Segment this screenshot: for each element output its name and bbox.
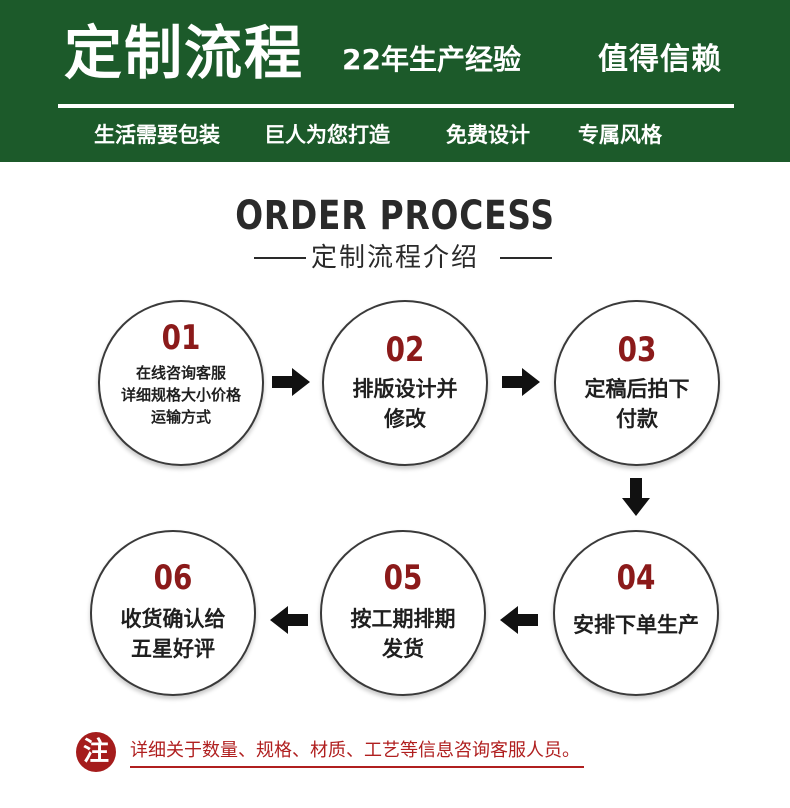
- step-number: 05: [383, 558, 423, 598]
- subheading-right-line: [500, 257, 552, 259]
- note-text: 详细关于数量、规格、材质、工艺等信息咨询客服人员。: [130, 736, 584, 768]
- arrow-right-icon: [272, 368, 310, 396]
- step-number: 01: [161, 318, 201, 358]
- arrow-right-icon: [502, 368, 540, 396]
- experience-tagline: 22年生产经验: [342, 43, 521, 76]
- step-number: 06: [153, 558, 193, 598]
- section-subheading-block: 定制流程介绍: [0, 238, 790, 278]
- step-description: 按工期排期 发货: [350, 607, 456, 661]
- trust-tagline: 值得信赖: [598, 42, 722, 77]
- section-heading: ORDER PROCESS: [235, 193, 555, 239]
- feature-packaging: 生活需要包装: [94, 123, 220, 147]
- step-description: 在线咨询客服 详细规格大小价格 运输方式: [120, 364, 241, 426]
- banner-title: 定制流程: [64, 19, 305, 87]
- step-number: 02: [385, 330, 425, 370]
- arrow-down-icon: [622, 478, 650, 516]
- section-subheading: 定制流程介绍: [310, 243, 479, 273]
- subheading-left-line: [254, 257, 306, 259]
- arrow-left-icon: [500, 606, 538, 634]
- step-description: 定稿后拍下 付款: [584, 377, 690, 431]
- feature-custom-made: 巨人为您打造: [264, 123, 390, 147]
- step-05: 05 按工期排期 发货: [320, 530, 486, 696]
- banner-divider: [58, 104, 734, 108]
- step-description: 排版设计并 修改: [352, 377, 458, 431]
- feature-free-design: 免费设计: [446, 123, 530, 147]
- step-03: 03 定稿后拍下 付款: [554, 300, 720, 466]
- feature-exclusive-style: 专属风格: [578, 123, 662, 147]
- step-02: 02 排版设计并 修改: [322, 300, 488, 466]
- step-number: 04: [616, 558, 656, 598]
- step-04: 04 安排下单生产: [553, 530, 719, 696]
- step-description: 收货确认给 五星好评: [120, 607, 226, 661]
- header-banner: 定制流程 22年生产经验 值得信赖 生活需要包装 巨人为您打造 免费设计 专属风…: [0, 0, 790, 162]
- step-number: 03: [617, 330, 657, 370]
- note-badge: 注: [76, 732, 116, 772]
- step-description: 安排下单生产: [573, 613, 699, 637]
- step-06: 06 收货确认给 五星好评: [90, 530, 256, 696]
- step-01: 01 在线咨询客服 详细规格大小价格 运输方式: [98, 300, 264, 466]
- arrow-left-icon: [270, 606, 308, 634]
